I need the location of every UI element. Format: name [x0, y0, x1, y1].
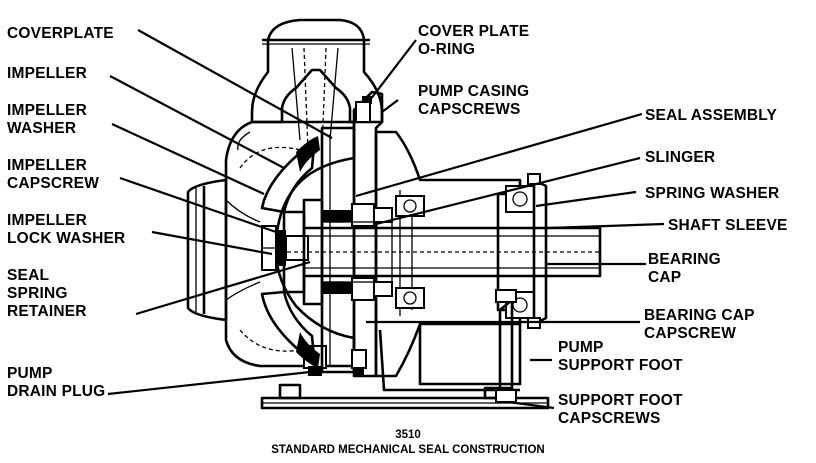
impeller	[260, 136, 324, 368]
label-seal-spring-retainer-line3: RETAINER	[7, 303, 87, 320]
label-spring-washer: SPRING WASHER	[645, 185, 779, 202]
label-impeller-washer-line2: WASHER	[7, 120, 76, 137]
label-support-foot-capscrews-line1: SUPPORT FOOT	[558, 392, 683, 409]
label-impeller-washer-line1: IMPELLER	[7, 102, 87, 119]
figure-caption: 3510 STANDARD MECHANICAL SEAL CONSTRUCTI…	[271, 429, 544, 456]
label-pump-drain-plug-line1: PUMP	[7, 365, 53, 382]
label-bearing-cap-line2: CAP	[648, 269, 681, 286]
label-seal-spring-retainer-line1: SEAL	[7, 267, 49, 284]
label-impeller-capscrew-line2: CAPSCREW	[7, 175, 99, 192]
pump-drawing	[186, 18, 602, 410]
label-pump-drain-plug-line2: DRAIN PLUG	[7, 383, 105, 400]
label-bearing-cap-capscrew-line2: CAPSCREW	[644, 325, 736, 342]
label-bearing-cap-capscrew-line1: BEARING CAP	[644, 307, 755, 324]
label-bearing-cap-line1: BEARING	[648, 251, 721, 268]
label-coverplate: COVERPLATE	[7, 25, 114, 42]
label-support-foot-capscrews-line2: CAPSCREWS	[558, 410, 661, 427]
label-cover-plate-oring-line1: COVER PLATE	[418, 23, 529, 40]
label-pump-casing-capscrews-line2: CAPSCREWS	[418, 101, 521, 118]
label-slinger: SLINGER	[645, 149, 715, 166]
label-pump-casing-capscrews-line1: PUMP CASING	[418, 83, 529, 100]
label-seal-spring-retainer-line2: SPRING	[7, 285, 68, 302]
label-pump-support-foot-line2: SUPPORT FOOT	[558, 357, 683, 374]
label-seal-assembly: SEAL ASSEMBLY	[645, 107, 778, 124]
caption-number: 3510	[395, 429, 421, 441]
label-impeller-capscrew-line1: IMPELLER	[7, 157, 87, 174]
label-impeller-lock-washer-line1: IMPELLER	[7, 212, 87, 229]
labels-right: COVER PLATE O-RING PUMP CASING CAPSCREWS…	[418, 23, 788, 427]
support-foot	[495, 289, 517, 403]
leader-lines	[107, 29, 665, 410]
label-pump-support-foot-line1: PUMP	[558, 339, 604, 356]
label-shaft-sleeve: SHAFT SLEEVE	[668, 217, 788, 234]
label-impeller-lock-washer-line2: LOCK WASHER	[7, 230, 125, 247]
shaft	[280, 221, 602, 283]
seal-assembly	[322, 203, 375, 301]
labels-left: COVERPLATE IMPELLER IMPELLER WASHER IMPE…	[7, 25, 125, 400]
label-cover-plate-oring-line2: O-RING	[418, 41, 475, 58]
label-impeller: IMPELLER	[7, 65, 87, 82]
impeller-capscrew	[261, 225, 309, 271]
caption-title: STANDARD MECHANICAL SEAL CONSTRUCTION	[271, 444, 544, 456]
